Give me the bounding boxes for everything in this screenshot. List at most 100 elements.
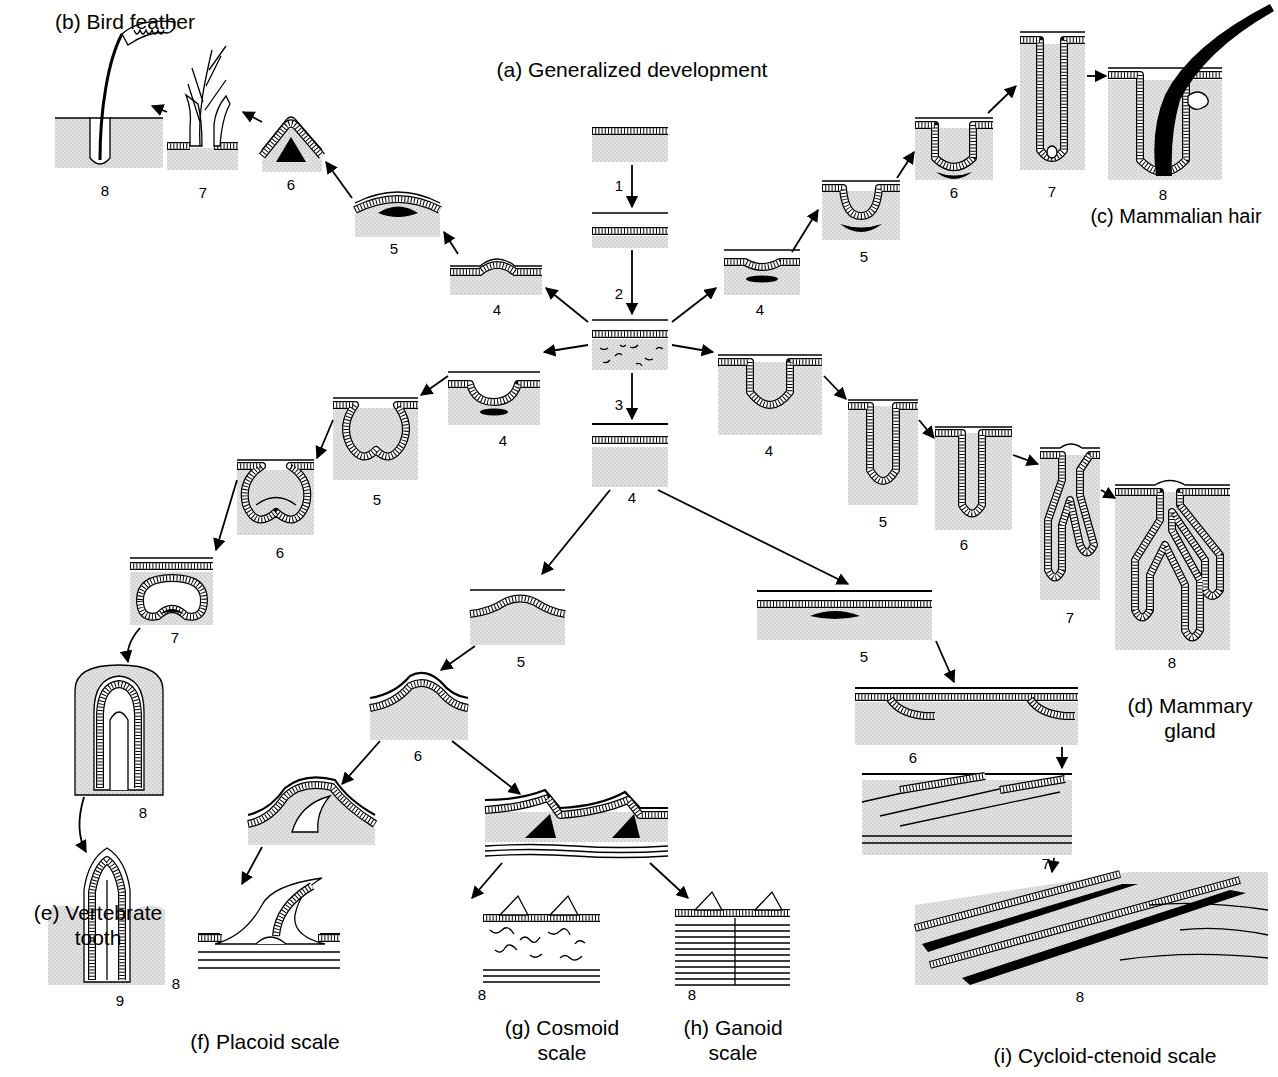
stage-arrow-part xyxy=(631,165,633,207)
stage-number: 5 xyxy=(879,513,887,531)
hair-stage-part xyxy=(822,188,900,216)
hair-stage-part xyxy=(724,249,800,250)
scale-stage-part xyxy=(1030,699,1075,716)
stage-arrow-part xyxy=(1013,455,1038,464)
stage-arrow-part xyxy=(242,847,262,884)
tooth-stage-part xyxy=(448,384,540,402)
tooth-stage-part xyxy=(140,578,204,617)
mammary-stage-part xyxy=(1115,492,1230,638)
step-number: 1 xyxy=(615,177,623,195)
scale-stage-part xyxy=(855,694,1078,700)
figure-caption: (a) Generalized development xyxy=(497,57,768,82)
stage-arrow-part xyxy=(152,106,167,112)
scale-stage-part xyxy=(855,687,1078,689)
hair-stages xyxy=(724,4,1274,295)
tooth-stage-part xyxy=(448,371,540,372)
hair-stage-part xyxy=(822,180,900,181)
tooth-stage-part xyxy=(160,609,184,614)
generalized-stage-part xyxy=(592,437,668,443)
figure-caption: (h) Ganoid scale xyxy=(663,1015,803,1065)
scale-stage-part xyxy=(915,872,1268,985)
scale-stage-part xyxy=(198,952,340,968)
tooth-stages xyxy=(48,372,540,985)
stage-arrow-part xyxy=(452,741,520,794)
tooth-stage-part xyxy=(333,397,418,398)
hair-stage-part xyxy=(822,188,900,216)
scale-stage-part xyxy=(930,880,1240,965)
stage-number: 4 xyxy=(628,489,636,507)
stage-arrow-part xyxy=(631,250,633,314)
hair-stage-part xyxy=(746,276,778,283)
stage-number: 6 xyxy=(414,747,422,765)
stage-arrow-part xyxy=(79,797,86,852)
mammary-stage-part xyxy=(935,433,1012,514)
mammary-stage-part xyxy=(1040,444,1100,448)
scale-stage-part xyxy=(855,694,1078,700)
scale-stage-part xyxy=(930,880,1240,965)
generalized-stage-part xyxy=(592,227,668,235)
scale-stage-part xyxy=(276,886,312,936)
scale-stage-part xyxy=(757,590,932,592)
scale-stage-part xyxy=(1000,779,1065,790)
hair-stage-part xyxy=(1154,4,1274,176)
stage-number: 4 xyxy=(499,432,507,450)
stage-number: 8 xyxy=(1076,988,1084,1006)
scale-stage-part xyxy=(470,599,565,615)
scale-stage-part xyxy=(370,683,468,708)
stage-arrow-part xyxy=(421,376,448,395)
hair-stage-part xyxy=(915,125,993,167)
stage-arrow-part xyxy=(1087,75,1106,77)
stage-number: 7 xyxy=(1042,855,1050,873)
mammary-stage-part xyxy=(935,433,1012,514)
stage-arrow-part xyxy=(216,480,237,550)
hair-stage-part xyxy=(1047,146,1057,158)
scale-stage-part xyxy=(757,601,932,607)
generalized-stage-part xyxy=(592,228,668,234)
stage-number: 8 xyxy=(139,804,147,822)
stage-arrow-part xyxy=(631,373,633,419)
generalized-stage-part xyxy=(592,331,668,337)
stage-arrow-part xyxy=(919,420,934,438)
generalized-stage-part xyxy=(592,128,668,134)
stage-number: 7 xyxy=(1048,183,1056,201)
stage-number: 6 xyxy=(276,544,284,562)
mammary-stage-part xyxy=(1115,481,1230,486)
scale-stage-part xyxy=(900,776,985,790)
scale-stage-part xyxy=(248,785,375,824)
generalized-stage-part xyxy=(592,447,668,487)
scale-stage-part xyxy=(276,886,312,936)
generalized-stage-part xyxy=(592,436,668,444)
mammary-stage-part xyxy=(718,362,822,405)
scale-stage-part xyxy=(695,892,782,910)
generalized-stage-part xyxy=(592,236,668,248)
stage-arrow-part xyxy=(1052,858,1054,872)
mammary-stage-part xyxy=(1040,455,1100,578)
scale-stage-part xyxy=(757,601,932,607)
tooth-stage-part xyxy=(448,388,540,425)
step-number: 3 xyxy=(615,396,623,414)
tooth-stage-part xyxy=(130,572,213,625)
stage-arrow-part xyxy=(342,741,380,784)
hair-stage-part xyxy=(936,172,972,179)
scale-stage-part xyxy=(855,693,1078,701)
scale-stage-part xyxy=(757,608,932,640)
hair-stage-part xyxy=(724,262,800,267)
stage-arrow-part xyxy=(326,162,352,198)
mammary-stage-part xyxy=(718,362,822,405)
scale-stage-part xyxy=(900,776,985,790)
hair-stage-part xyxy=(1108,67,1222,68)
hair-stage-part xyxy=(1020,44,1085,170)
stage-arrow-part xyxy=(546,288,588,322)
stage-arrow-part xyxy=(472,863,502,898)
figure-caption: (b) Bird feather xyxy=(55,9,195,34)
generalized-stage-part xyxy=(592,339,668,370)
stage-number: 6 xyxy=(287,176,295,194)
generalized-stage-part xyxy=(592,423,668,425)
tooth-stage-part xyxy=(448,384,540,402)
mammary-stage-part xyxy=(1040,455,1100,578)
scale-stage-part xyxy=(276,886,312,936)
stage-number: 7 xyxy=(171,629,179,647)
generalized-stage-part xyxy=(592,330,668,338)
tooth-stage-part xyxy=(333,405,418,456)
